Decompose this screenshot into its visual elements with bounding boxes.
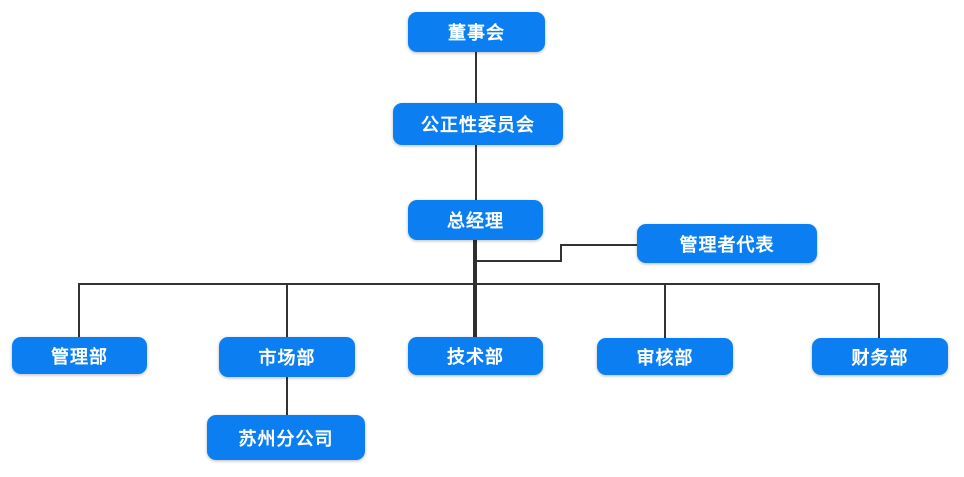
connector-gm-trunk xyxy=(473,240,477,337)
node-technical-dept[interactable]: 技术部 xyxy=(408,337,543,375)
node-finance-dept[interactable]: 财务部 xyxy=(812,338,948,375)
node-general-manager[interactable]: 总经理 xyxy=(408,200,543,240)
node-board-of-directors[interactable]: 董事会 xyxy=(408,12,545,52)
node-management-representative[interactable]: 管理者代表 xyxy=(637,224,817,263)
connector-drop-marketing-dept xyxy=(286,283,288,337)
connector-gm-to-rep-segment-3 xyxy=(560,244,637,246)
connector-drop-management-dept xyxy=(78,283,80,337)
node-management-dept[interactable]: 管理部 xyxy=(12,337,147,374)
connector-gm-to-rep-segment-2 xyxy=(560,244,562,262)
connector-drop-finance-dept xyxy=(878,283,880,338)
connector-drop-audit-dept xyxy=(664,283,666,338)
node-impartiality-committee[interactable]: 公正性委员会 xyxy=(393,103,563,145)
node-audit-dept[interactable]: 审核部 xyxy=(597,338,733,375)
connector-gm-to-rep-segment-1 xyxy=(477,260,562,262)
node-suzhou-branch[interactable]: 苏州分公司 xyxy=(207,415,365,460)
connector-board-to-committee xyxy=(475,52,477,103)
node-marketing-dept[interactable]: 市场部 xyxy=(219,337,355,377)
connector-committee-to-gm xyxy=(475,145,477,200)
connector-marketing-to-suzhou xyxy=(286,377,288,415)
connector-departments-bus xyxy=(78,283,880,285)
